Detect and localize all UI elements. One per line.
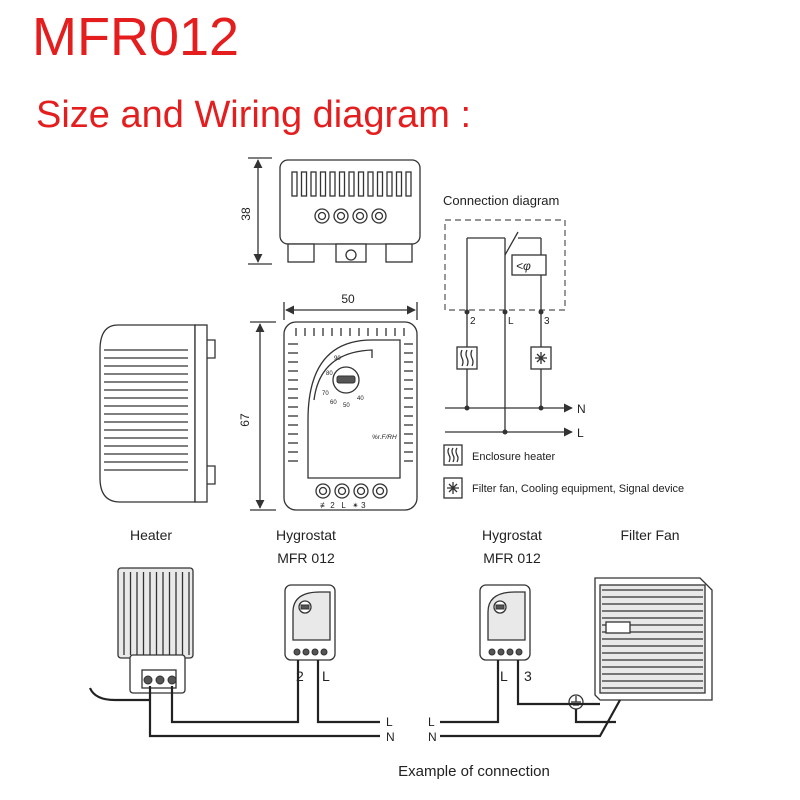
terminal-labels: ≢ 2 L ✴ 3 bbox=[320, 501, 366, 510]
connection-diagram: Connection diagram <φ 2 L 3 N L Enclosur… bbox=[443, 193, 684, 499]
terminal-label: 3 bbox=[544, 316, 550, 327]
legend-label-heater: Enclosure heater bbox=[472, 451, 555, 463]
terminal-label: 3 bbox=[524, 668, 532, 684]
terminal-label: 2 bbox=[470, 316, 476, 327]
wire-label-n: N bbox=[428, 730, 437, 744]
page-subtitle: Size and Wiring diagram : bbox=[36, 94, 472, 136]
example-connection: Heater Hygrostat MFR 012 Hygrostat MFR 0… bbox=[88, 527, 713, 780]
hygrostat-left-name: Hygrostat bbox=[276, 527, 336, 543]
side-view-drawing bbox=[99, 324, 216, 503]
line-label-l: L bbox=[577, 426, 584, 440]
heater-label: Heater bbox=[130, 527, 172, 543]
example-caption: Example of connection bbox=[398, 763, 550, 780]
hygrostat-left-image: 2 L bbox=[284, 584, 336, 684]
wire-label-l: L bbox=[428, 715, 435, 729]
wire-label-n: N bbox=[386, 730, 395, 744]
ground-icon bbox=[568, 694, 584, 710]
scale-label: 50 bbox=[343, 403, 350, 409]
hygrostat-symbol: <φ bbox=[516, 259, 531, 273]
dim-height-top: 38 bbox=[239, 207, 253, 221]
filter-fan-label: Filter Fan bbox=[620, 527, 679, 543]
scale-label: 60 bbox=[330, 400, 337, 406]
dim-height-front: 67 bbox=[238, 413, 252, 427]
terminal-label: L bbox=[508, 316, 514, 327]
hygrostat-left-model: MFR 012 bbox=[277, 550, 335, 566]
front-view-drawing: 50 67 70 80 90 60 50 40 %r.F/RH ≢ 2 L ✴ … bbox=[238, 292, 418, 511]
unit-label: %r.F/RH bbox=[372, 434, 397, 441]
scale-label: 80 bbox=[326, 371, 333, 377]
line-label-n: N bbox=[577, 402, 586, 416]
hygrostat-right-model: MFR 012 bbox=[483, 550, 541, 566]
top-view-drawing: 38 bbox=[239, 157, 421, 265]
wire-label-l: L bbox=[386, 715, 393, 729]
hygrostat-right-image: L 3 bbox=[479, 584, 532, 684]
hygrostat-right-name: Hygrostat bbox=[482, 527, 542, 543]
legend-label-fan: Filter fan, Cooling equipment, Signal de… bbox=[472, 483, 684, 495]
page-title: MFR012 bbox=[32, 7, 240, 67]
terminal-label: L bbox=[500, 668, 508, 684]
terminal-label: L bbox=[322, 668, 330, 684]
filter-fan-image bbox=[594, 577, 713, 701]
scale-label: 70 bbox=[322, 391, 329, 397]
wiring-lines bbox=[88, 660, 621, 738]
dim-width: 50 bbox=[341, 292, 355, 306]
scale-label: 40 bbox=[357, 396, 364, 402]
heater-image bbox=[117, 567, 194, 694]
terminal-label: 2 bbox=[296, 668, 304, 684]
scale-label: 90 bbox=[334, 356, 341, 362]
connection-diagram-title: Connection diagram bbox=[443, 193, 559, 208]
